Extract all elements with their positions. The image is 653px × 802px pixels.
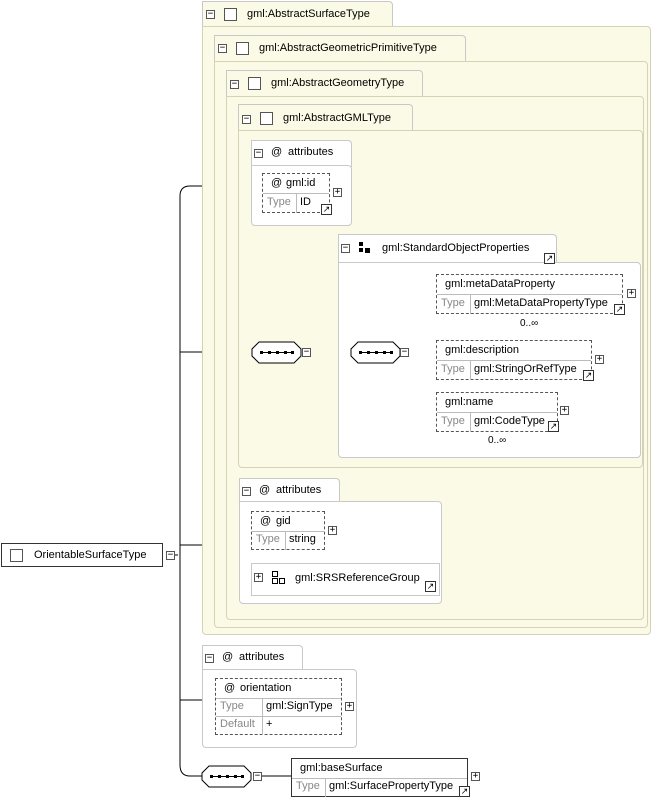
geometry-attributes-title: attributes: [276, 484, 322, 496]
link-arrow-icon[interactable]: ↗: [544, 253, 555, 264]
expand-icon[interactable]: +: [345, 701, 354, 711]
gml-id-attribute[interactable]: @ gml:id Type ID: [262, 173, 330, 213]
gml-attributes-title: attributes: [288, 146, 334, 158]
tab-abstract-geometric-primitive-type: [214, 35, 466, 63]
tab-own-attributes: [202, 645, 303, 671]
link-arrow-icon[interactable]: ↗: [614, 304, 625, 315]
attribute-group-icon: [272, 571, 285, 584]
metadata-property-name: gml:metaDataProperty: [445, 278, 556, 290]
expand-icon[interactable]: +: [627, 288, 636, 298]
expand-icon[interactable]: +: [328, 525, 337, 535]
name-element-type: gml:CodeType: [474, 415, 545, 427]
collapse-icon[interactable]: −: [242, 114, 251, 124]
collapse-icon[interactable]: −: [254, 148, 263, 158]
name-element[interactable]: gml:name Type gml:CodeType: [436, 392, 558, 432]
metadata-property-element[interactable]: gml:metaDataProperty Type gml:MetaDataPr…: [436, 274, 623, 314]
collapse-icon[interactable]: −: [242, 486, 251, 496]
collapse-icon[interactable]: −: [253, 771, 262, 781]
metadata-property-cardinality: 0..∞: [520, 318, 539, 329]
srs-reference-group-label: gml:SRSReferenceGroup: [295, 572, 420, 584]
collapse-icon[interactable]: −: [206, 9, 215, 19]
expand-icon[interactable]: +: [471, 771, 480, 781]
checkbox-icon: [248, 77, 261, 90]
attribute-icon: @: [224, 682, 236, 694]
group-icon: [359, 242, 370, 253]
attribute-icon: @: [259, 484, 271, 496]
collapse-icon[interactable]: −: [218, 43, 227, 53]
gid-attribute[interactable]: @ gid Type string: [251, 511, 325, 550]
attribute-icon: @: [271, 146, 283, 158]
link-arrow-icon[interactable]: ↗: [459, 786, 470, 797]
abstract-surface-type-label: gml:AbstractSurfaceType: [247, 8, 370, 20]
type-label: Type: [441, 297, 465, 309]
attribute-icon: @: [260, 515, 272, 527]
metadata-property-type: gml:MetaDataPropertyType: [474, 297, 608, 309]
tab-geometry-attributes: [239, 478, 340, 503]
collapse-icon[interactable]: −: [205, 653, 214, 663]
abstract-geometry-type-label: gml:AbstractGeometryType: [271, 77, 405, 89]
link-arrow-icon[interactable]: ↗: [583, 370, 594, 381]
abstract-geometric-primitive-type-label: gml:AbstractGeometricPrimitiveType: [259, 42, 437, 54]
abstract-gml-type-label: gml:AbstractGMLType: [283, 112, 391, 124]
name-element-name: gml:name: [445, 396, 494, 408]
type-label: Type: [220, 700, 244, 712]
base-surface-name: gml:baseSurface: [300, 762, 383, 774]
description-element[interactable]: gml:description Type gml:StringOrRefType: [436, 340, 592, 380]
expand-icon[interactable]: +: [560, 405, 569, 415]
gid-name: gid: [276, 515, 291, 527]
checkbox-icon: [10, 549, 23, 562]
root-element[interactable]: OrientableSurfaceType: [1, 543, 163, 567]
expand-icon[interactable]: +: [595, 354, 604, 364]
checkbox-icon: [260, 112, 273, 125]
collapse-icon[interactable]: −: [341, 243, 350, 253]
expand-icon[interactable]: +: [254, 572, 263, 582]
collapse-icon[interactable]: −: [400, 347, 409, 357]
orientation-attribute[interactable]: @ orientation Type gml:SignType Default …: [215, 678, 342, 735]
orientation-default: +: [266, 718, 273, 730]
type-label: Type: [441, 415, 465, 427]
sequence-icon[interactable]: [201, 765, 252, 788]
checkbox-icon: [224, 8, 237, 21]
gml-id-name: gml:id: [286, 177, 316, 189]
gid-type: string: [289, 533, 316, 545]
collapse-icon[interactable]: −: [302, 347, 311, 357]
root-element-name: OrientableSurfaceType: [34, 549, 147, 561]
gml-id-type: ID: [300, 196, 311, 208]
name-element-cardinality: 0..∞: [488, 435, 507, 446]
orientation-name: orientation: [240, 682, 292, 694]
checkbox-icon: [236, 42, 249, 55]
sequence-icon[interactable]: [350, 341, 401, 364]
own-attributes-title: attributes: [239, 651, 285, 663]
attribute-icon: @: [222, 651, 234, 663]
base-surface-type: gml:SurfacePropertyType: [329, 780, 454, 792]
type-label: Type: [256, 533, 280, 545]
sequence-icon[interactable]: [251, 341, 302, 364]
type-label: Type: [441, 363, 465, 375]
tab-gml-attributes: [251, 140, 352, 167]
default-label: Default: [220, 718, 255, 730]
expand-icon[interactable]: +: [333, 187, 342, 197]
link-arrow-icon[interactable]: ↗: [321, 204, 332, 215]
description-type: gml:StringOrRefType: [474, 363, 577, 375]
orientation-type: gml:SignType: [266, 700, 333, 712]
type-label: Type: [296, 780, 320, 792]
base-surface-element[interactable]: gml:baseSurface Type gml:SurfaceProperty…: [291, 758, 468, 797]
collapse-icon[interactable]: −: [166, 550, 175, 560]
standard-object-properties-label: gml:StandardObjectProperties: [382, 242, 530, 254]
type-label: Type: [267, 196, 291, 208]
description-name: gml:description: [445, 344, 519, 356]
link-arrow-icon[interactable]: ↗: [425, 581, 436, 592]
link-arrow-icon[interactable]: ↗: [548, 421, 559, 432]
attribute-icon: @: [271, 177, 283, 189]
collapse-icon[interactable]: −: [230, 79, 239, 89]
tab-standard-object-properties: [338, 234, 557, 264]
